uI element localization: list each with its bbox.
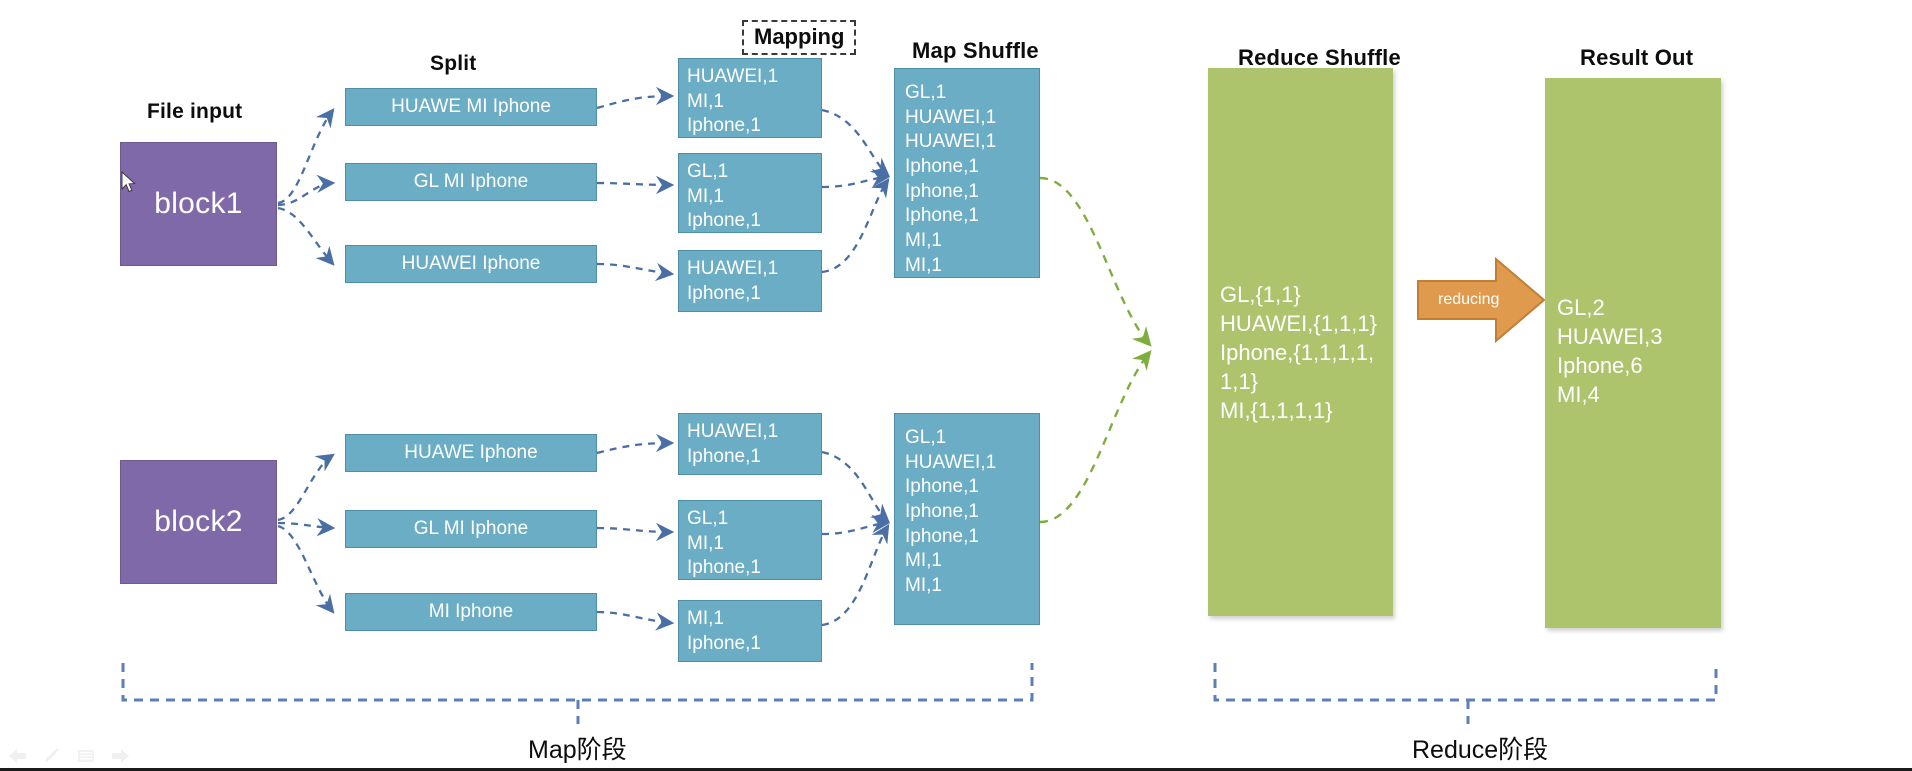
reduce-shuffle-box[interactable]: GL,{1,1} HUAWEI,{1,1,1} Iphone,{1,1,1,1,… <box>1208 68 1393 616</box>
map-shuffle-1-line-4: Iphone,1 <box>905 156 979 178</box>
block2-label: block2 <box>154 505 243 538</box>
mapping-b1-2-line-2: MI,1 <box>687 185 724 207</box>
map-shuffle-1-line-5: Iphone,1 <box>905 180 979 202</box>
map-shuffle-2-line-4: Iphone,1 <box>905 501 979 523</box>
mapping-b2-2-line-3: Iphone,1 <box>687 557 761 579</box>
split-b2-2-text: GL MI Iphone <box>413 518 529 539</box>
reducing-label: reducing <box>1438 291 1500 308</box>
map-shuffle-1-line-8: MI,1 <box>905 254 942 276</box>
mapping-box-b2-3[interactable]: MI,1 Iphone,1 <box>678 600 822 662</box>
list-icon[interactable] <box>76 747 96 765</box>
mapping-b2-3-line-2: Iphone,1 <box>687 632 761 654</box>
mapping-b1-1-line-2: MI,1 <box>687 90 724 112</box>
back-arrow-icon[interactable] <box>8 747 28 765</box>
split-b1-2-text: GL MI Iphone <box>413 171 529 192</box>
block1-label: block1 <box>154 187 243 220</box>
map-shuffle-2-line-1: GL,1 <box>905 427 947 448</box>
mapping-b2-1-line-2: Iphone,1 <box>687 445 761 467</box>
map-shuffle-box-2[interactable]: GL,1 HUAWEI,1 Iphone,1 Iphone,1 Iphone,1… <box>894 413 1040 625</box>
map-shuffle-1-line-6: Iphone,1 <box>905 205 979 227</box>
reduce-shuffle-line-2: HUAWEI,{1,1,1} <box>1220 311 1377 337</box>
header-reduce-shuffle: Reduce Shuffle <box>1238 45 1401 70</box>
mapping-box-b1-2[interactable]: GL,1 MI,1 Iphone,1 <box>678 153 822 233</box>
mapping-box-b2-2[interactable]: GL,1 MI,1 Iphone,1 <box>678 500 822 580</box>
mapping-b1-2-line-1: GL,1 <box>687 161 729 182</box>
result-out-line-4: MI,4 <box>1557 382 1600 408</box>
map-shuffle-2-line-3: Iphone,1 <box>905 476 979 498</box>
split-box-b1-3[interactable]: HUAWEI Iphone <box>345 245 597 283</box>
split-b1-1-text: HUAWE MI Iphone <box>391 96 551 117</box>
block-input-1[interactable]: block1 <box>120 142 277 266</box>
result-out-line-1: GL,2 <box>1557 295 1605 320</box>
mapping-b2-2-line-2: MI,1 <box>687 532 724 554</box>
map-shuffle-box-1[interactable]: GL,1 HUAWEI,1 HUAWEI,1 Iphone,1 Iphone,1… <box>894 68 1040 278</box>
header-map-shuffle: Map Shuffle <box>912 38 1039 63</box>
block-input-2[interactable]: block2 <box>120 460 277 584</box>
forward-arrow-icon[interactable] <box>110 747 130 765</box>
mapping-b1-1-line-1: HUAWEI,1 <box>687 66 779 87</box>
split-box-b1-2[interactable]: GL MI Iphone <box>345 163 597 201</box>
reduce-shuffle-line-4: 1,1} <box>1220 369 1258 395</box>
map-shuffle-1-line-2: HUAWEI,1 <box>905 106 997 128</box>
split-box-b1-1[interactable]: HUAWE MI Iphone <box>345 88 597 126</box>
mapping-b2-2-line-1: GL,1 <box>687 508 729 529</box>
header-mapping: Mapping <box>742 20 857 55</box>
result-out-line-2: HUAWEI,3 <box>1557 324 1663 350</box>
pen-icon[interactable] <box>42 747 62 765</box>
mapping-box-b1-1[interactable]: HUAWEI,1 MI,1 Iphone,1 <box>678 58 822 138</box>
mapping-b1-3-line-2: Iphone,1 <box>687 282 761 304</box>
map-shuffle-2-line-7: MI,1 <box>905 575 942 597</box>
reduce-phase-label: Reduce阶段 <box>1412 736 1549 764</box>
mapping-box-b2-1[interactable]: HUAWEI,1 Iphone,1 <box>678 413 822 475</box>
map-shuffle-1-line-3: HUAWEI,1 <box>905 131 997 153</box>
split-box-b2-1[interactable]: HUAWE Iphone <box>345 434 597 472</box>
header-file-input: File input <box>147 100 243 123</box>
result-out-line-3: Iphone,6 <box>1557 353 1643 379</box>
mapping-b2-1-line-1: HUAWEI,1 <box>687 421 779 442</box>
map-shuffle-2-line-2: HUAWEI,1 <box>905 451 997 473</box>
bottom-border <box>0 768 1912 771</box>
mapping-b1-1-line-3: Iphone,1 <box>687 115 761 137</box>
split-box-b2-2[interactable]: GL MI Iphone <box>345 510 597 548</box>
reduce-shuffle-line-5: MI,{1,1,1,1} <box>1220 398 1333 424</box>
split-b2-3-text: MI Iphone <box>428 601 514 622</box>
right-arrow-icon <box>1417 256 1546 344</box>
map-phase-label: Map阶段 <box>528 736 627 764</box>
reducing-arrow[interactable]: reducing <box>1416 255 1546 345</box>
map-shuffle-1-line-1: GL,1 <box>905 82 947 103</box>
mapping-b1-3-line-1: HUAWEI,1 <box>687 258 779 279</box>
bottom-toolbar <box>8 747 130 765</box>
mapping-b1-2-line-3: Iphone,1 <box>687 210 761 232</box>
map-shuffle-2-line-6: MI,1 <box>905 550 942 572</box>
mapping-box-b1-3[interactable]: HUAWEI,1 Iphone,1 <box>678 250 822 312</box>
result-out-box[interactable]: GL,2 HUAWEI,3 Iphone,6 MI,4 <box>1545 78 1721 628</box>
map-shuffle-2-line-5: Iphone,1 <box>905 525 979 547</box>
mouse-cursor-icon <box>121 171 136 193</box>
header-result-out: Result Out <box>1580 45 1694 70</box>
map-shuffle-1-line-7: MI,1 <box>905 230 942 252</box>
split-b1-3-text: HUAWEI Iphone <box>401 253 541 274</box>
header-split: Split <box>430 52 477 75</box>
reduce-shuffle-line-1: GL,{1,1} <box>1220 282 1301 307</box>
split-b2-1-text: HUAWE Iphone <box>404 442 538 463</box>
mapping-b2-3-line-1: MI,1 <box>687 608 724 629</box>
split-box-b2-3[interactable]: MI Iphone <box>345 593 597 631</box>
reduce-shuffle-line-3: Iphone,{1,1,1,1, <box>1220 340 1375 366</box>
